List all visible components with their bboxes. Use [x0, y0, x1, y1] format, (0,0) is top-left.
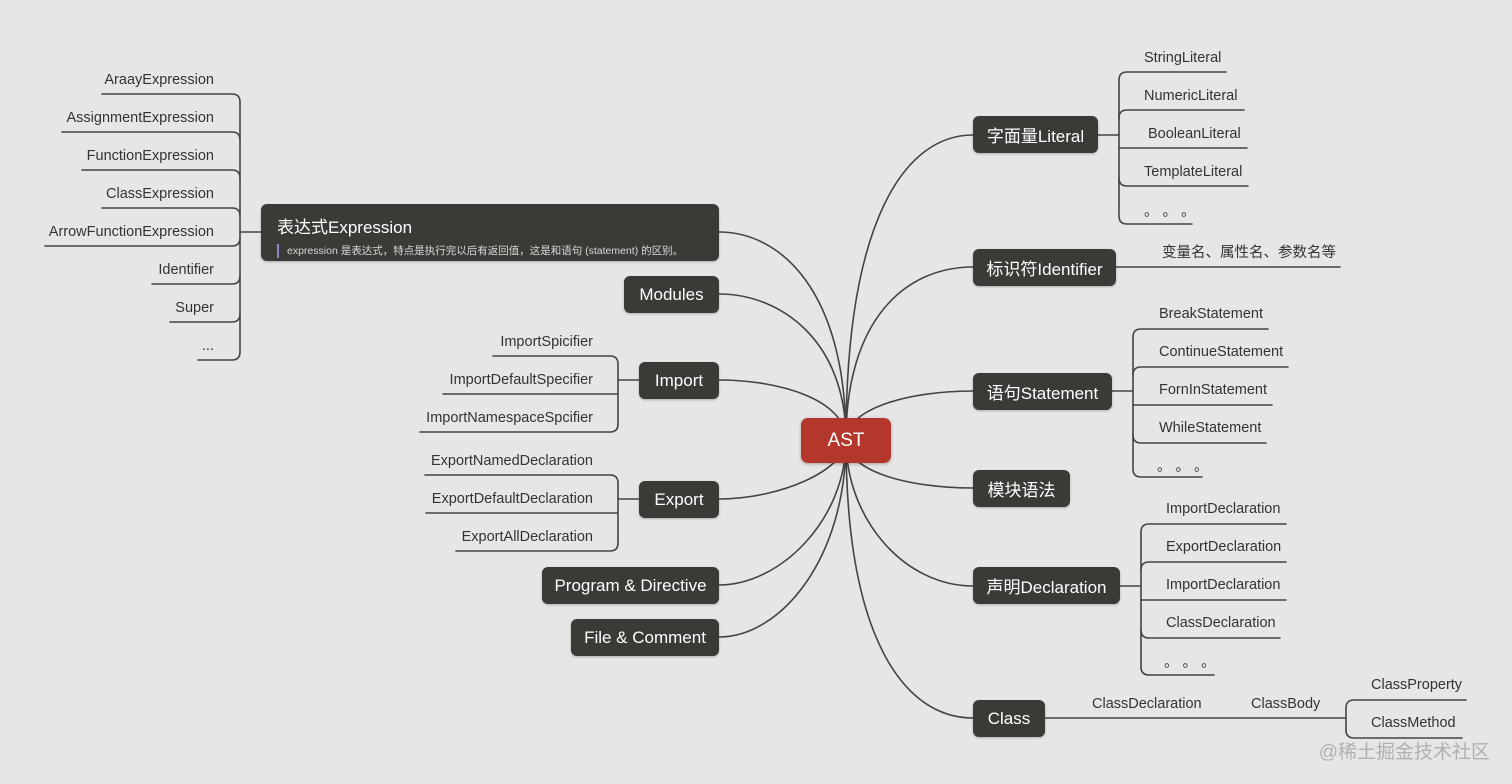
- program-directive-node[interactable]: Program & Directive: [542, 567, 719, 604]
- file-comment-label: File & Comment: [584, 627, 706, 647]
- literal-node[interactable]: 字面量Literal: [973, 116, 1098, 153]
- class-node[interactable]: Class: [973, 700, 1045, 737]
- ast-root-node[interactable]: AST: [801, 418, 891, 463]
- expression-child[interactable]: ArrowFunctionExpression: [48, 224, 214, 240]
- expression-child[interactable]: AssignmentExpression: [66, 110, 215, 126]
- import-label: Import: [654, 370, 704, 390]
- statement-child[interactable]: 。 。 。: [1157, 459, 1209, 475]
- statement-child[interactable]: FornInStatement: [1159, 382, 1267, 398]
- literal-child[interactable]: StringLiteral: [1144, 50, 1222, 66]
- statement-child[interactable]: ContinueStatement: [1159, 344, 1284, 360]
- export-child[interactable]: ExportAllDeclaration: [461, 529, 593, 545]
- import-node[interactable]: Import: [639, 362, 719, 399]
- identifier-node[interactable]: 标识符Identifier: [973, 249, 1116, 286]
- expression-child[interactable]: Super: [175, 300, 214, 316]
- class-member[interactable]: ClassMethod: [1371, 715, 1456, 731]
- export-child[interactable]: ExportDefaultDeclaration: [431, 491, 593, 507]
- statement-node[interactable]: 语句Statement: [973, 373, 1112, 410]
- identifier-label: 标识符Identifier: [986, 260, 1103, 279]
- modules-node[interactable]: Modules: [624, 276, 719, 313]
- declaration-child[interactable]: ClassDeclaration: [1166, 615, 1276, 631]
- expression-node[interactable]: 表达式Expression expression 是表达式，特点是执行完以后有返…: [261, 204, 719, 261]
- statement-child[interactable]: BreakStatement: [1159, 306, 1263, 322]
- literal-child[interactable]: TemplateLiteral: [1144, 164, 1243, 180]
- import-child[interactable]: ImportDefaultSpecifier: [449, 372, 593, 388]
- watermark: @稀土掘金技术社区: [1318, 742, 1490, 763]
- expression-child[interactable]: ClassExpression: [106, 186, 214, 202]
- modules-label: Modules: [639, 284, 704, 304]
- import-child[interactable]: ImportSpicifier: [500, 334, 593, 350]
- literal-child[interactable]: BooleanLiteral: [1148, 126, 1241, 142]
- expression-child[interactable]: ...: [201, 338, 214, 354]
- class-member[interactable]: ClassProperty: [1371, 677, 1463, 693]
- program-directive-label: Program & Directive: [554, 575, 707, 595]
- ast-root-label: AST: [827, 429, 865, 451]
- export-child[interactable]: ExportNamedDeclaration: [431, 453, 593, 469]
- statement-child[interactable]: WhileStatement: [1159, 420, 1262, 436]
- expression-title: 表达式Expression: [277, 218, 413, 237]
- file-comment-node[interactable]: File & Comment: [571, 619, 719, 656]
- statement-label: 语句Statement: [986, 384, 1099, 403]
- export-node[interactable]: Export: [639, 481, 719, 518]
- declaration-child[interactable]: ExportDeclaration: [1166, 539, 1282, 555]
- expression-child[interactable]: Identifier: [158, 262, 214, 278]
- declaration-child[interactable]: 。 。 。: [1164, 655, 1216, 671]
- class-label: Class: [987, 708, 1031, 728]
- import-child[interactable]: ImportNamespaceSpcifier: [426, 410, 593, 426]
- module-syntax-node[interactable]: 模块语法: [973, 470, 1070, 507]
- declaration-child[interactable]: ImportDeclaration: [1166, 577, 1281, 593]
- declaration-label: 声明Declaration: [986, 578, 1107, 597]
- declaration-node[interactable]: 声明Declaration: [973, 567, 1120, 604]
- expression-child[interactable]: AraayExpression: [104, 72, 214, 88]
- class-declaration-item[interactable]: ClassDeclaration: [1092, 696, 1202, 712]
- expression-child[interactable]: FunctionExpression: [86, 148, 214, 164]
- export-label: Export: [654, 489, 704, 509]
- identifier-child[interactable]: 变量名、属性名、参数名等: [1162, 245, 1336, 261]
- class-body-item[interactable]: ClassBody: [1251, 696, 1321, 712]
- literal-child[interactable]: 。 。 。: [1144, 204, 1196, 220]
- literal-child[interactable]: NumericLiteral: [1144, 88, 1238, 104]
- module-syntax-label: 模块语法: [987, 481, 1056, 500]
- declaration-child[interactable]: ImportDeclaration: [1166, 501, 1281, 517]
- literal-label: 字面量Literal: [986, 127, 1085, 146]
- expression-note: expression 是表达式，特点是执行完以后有返回值，这是和语句 (stat…: [277, 244, 703, 258]
